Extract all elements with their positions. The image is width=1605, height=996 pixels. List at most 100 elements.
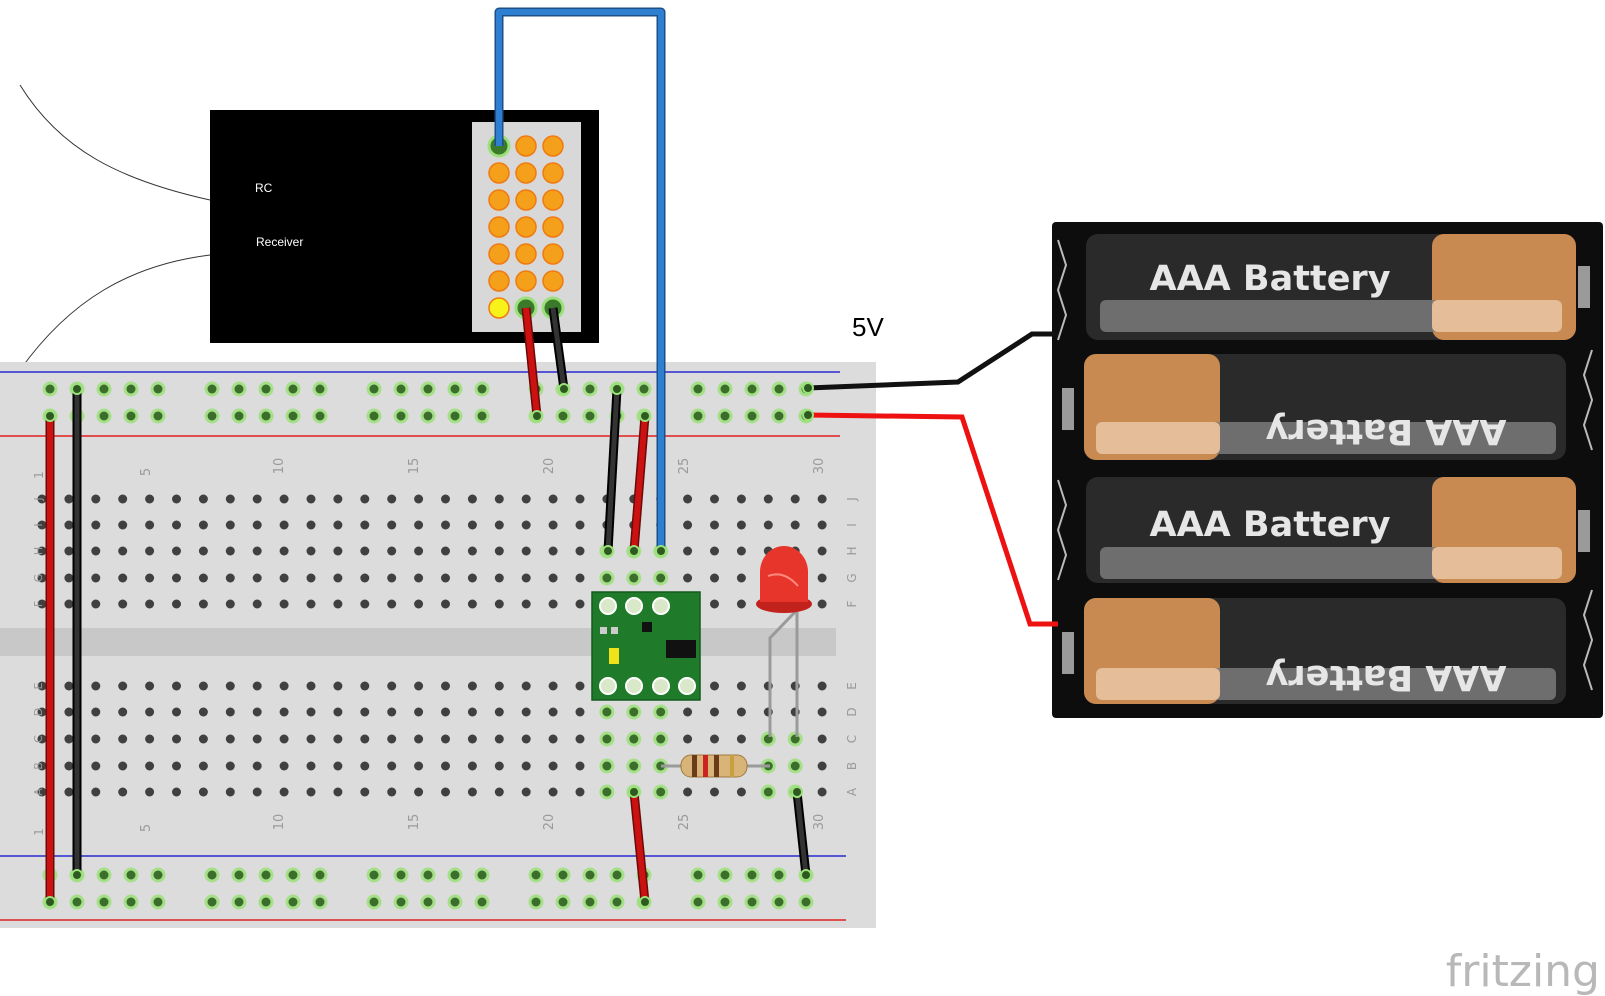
bb-rail-hole: [585, 870, 595, 880]
col-number-top-10: 10: [272, 458, 287, 475]
row-letter-right-c: C: [845, 735, 859, 743]
bb-rail-hole: [558, 870, 568, 880]
driver-smd-2: [611, 627, 618, 634]
battery-cell-2-terminal: [1062, 388, 1074, 430]
bb-hole: [306, 707, 316, 717]
wire-end: [639, 410, 651, 422]
bb-hole: [37, 707, 47, 717]
bb-hole: [145, 707, 155, 717]
bb-hole: [91, 681, 101, 691]
bb-hole: [548, 546, 558, 556]
bb-hole: [91, 761, 101, 771]
bb-rail-hole: [153, 870, 163, 880]
bb-hole: [548, 573, 558, 583]
bb-hole: [817, 681, 827, 691]
bb-hole: [790, 761, 800, 771]
bb-hole: [494, 599, 504, 609]
bb-rail-hole: [747, 411, 757, 421]
receiver-pin: [488, 162, 510, 184]
receiver-pin: [488, 243, 510, 265]
bb-hole: [360, 494, 370, 504]
fritzing-watermark: fritzing: [1446, 946, 1600, 996]
driver-pin-bottom-3: [652, 677, 670, 695]
row-letter-left-a: A: [32, 788, 45, 796]
bb-hole: [763, 520, 773, 530]
bb-hole: [736, 546, 746, 556]
voltage-label: 5V: [852, 312, 884, 342]
bb-hole: [37, 734, 47, 744]
bb-rail-hole: [774, 897, 784, 907]
bb-rail-hole: [801, 897, 811, 907]
wire-end: [628, 786, 640, 798]
bb-rail-hole: [288, 870, 298, 880]
bb-hole: [387, 787, 397, 797]
bb-hole: [817, 520, 827, 530]
rc-receiver-label-line2: Receiver: [256, 235, 303, 249]
bb-hole: [736, 494, 746, 504]
col-number-top-15: 15: [407, 458, 422, 475]
receiver-pin: [542, 270, 564, 292]
bb-hole: [387, 681, 397, 691]
row-letter-left-f: F: [32, 601, 45, 607]
bb-rail-hole: [774, 411, 784, 421]
bb-rail-hole: [423, 897, 433, 907]
bb-hole: [521, 787, 531, 797]
bb-hole: [91, 599, 101, 609]
bb-hole: [118, 573, 128, 583]
row-letter-right-e: E: [845, 682, 859, 690]
bb-hole: [64, 599, 74, 609]
bb-hole: [467, 546, 477, 556]
bb-hole: [575, 681, 585, 691]
bb-hole: [817, 546, 827, 556]
bb-hole: [656, 761, 666, 771]
resistor-band-4: [730, 755, 734, 777]
battery-cell-4: AAA Battery: [1062, 598, 1566, 704]
driver-pin-top-3: [652, 597, 670, 615]
bb-hole: [656, 787, 666, 797]
receiver-pin: [515, 135, 537, 157]
bb-rail-hole: [315, 411, 325, 421]
bb-hole: [521, 681, 531, 691]
bb-rail-hole: [693, 897, 703, 907]
bb-hole: [387, 520, 397, 530]
bb-rail-hole: [558, 411, 568, 421]
bb-hole: [521, 761, 531, 771]
bb-hole: [64, 761, 74, 771]
bb-hole: [763, 494, 773, 504]
bb-hole: [198, 787, 208, 797]
bb-hole: [333, 707, 343, 717]
bb-hole: [629, 707, 639, 717]
wire-end-points: [44, 382, 814, 908]
bb-rail-hole: [747, 870, 757, 880]
bb-hole: [279, 787, 289, 797]
breadboard-center-channel: [0, 628, 836, 656]
receiver-pin: [542, 243, 564, 265]
bb-rail-hole: [531, 870, 541, 880]
bb-rail-hole: [45, 384, 55, 394]
bb-hole: [575, 520, 585, 530]
bb-hole: [37, 573, 47, 583]
bb-hole: [279, 573, 289, 583]
bb-hole: [360, 734, 370, 744]
bb-hole: [736, 573, 746, 583]
bb-hole: [387, 599, 397, 609]
bb-rail-hole: [261, 411, 271, 421]
driver-ground-wire: [605, 388, 620, 552]
bb-hole: [37, 546, 47, 556]
driver-chip: [666, 640, 696, 658]
bb-hole: [145, 681, 155, 691]
bb-hole: [790, 520, 800, 530]
bb-rail-hole: [558, 897, 568, 907]
receiver-pin: [542, 135, 564, 157]
bb-rail-hole: [153, 411, 163, 421]
bb-hole: [494, 787, 504, 797]
row-letter-left-d: D: [32, 708, 45, 716]
bb-hole: [817, 573, 827, 583]
bb-rail-hole: [153, 384, 163, 394]
bb-rail-hole: [423, 870, 433, 880]
bb-hole: [91, 707, 101, 717]
battery-cell-4-cap-highlight: [1096, 668, 1220, 700]
resistor-band-2: [703, 755, 708, 777]
wire-end: [802, 382, 814, 394]
bb-rail-hole: [477, 870, 487, 880]
